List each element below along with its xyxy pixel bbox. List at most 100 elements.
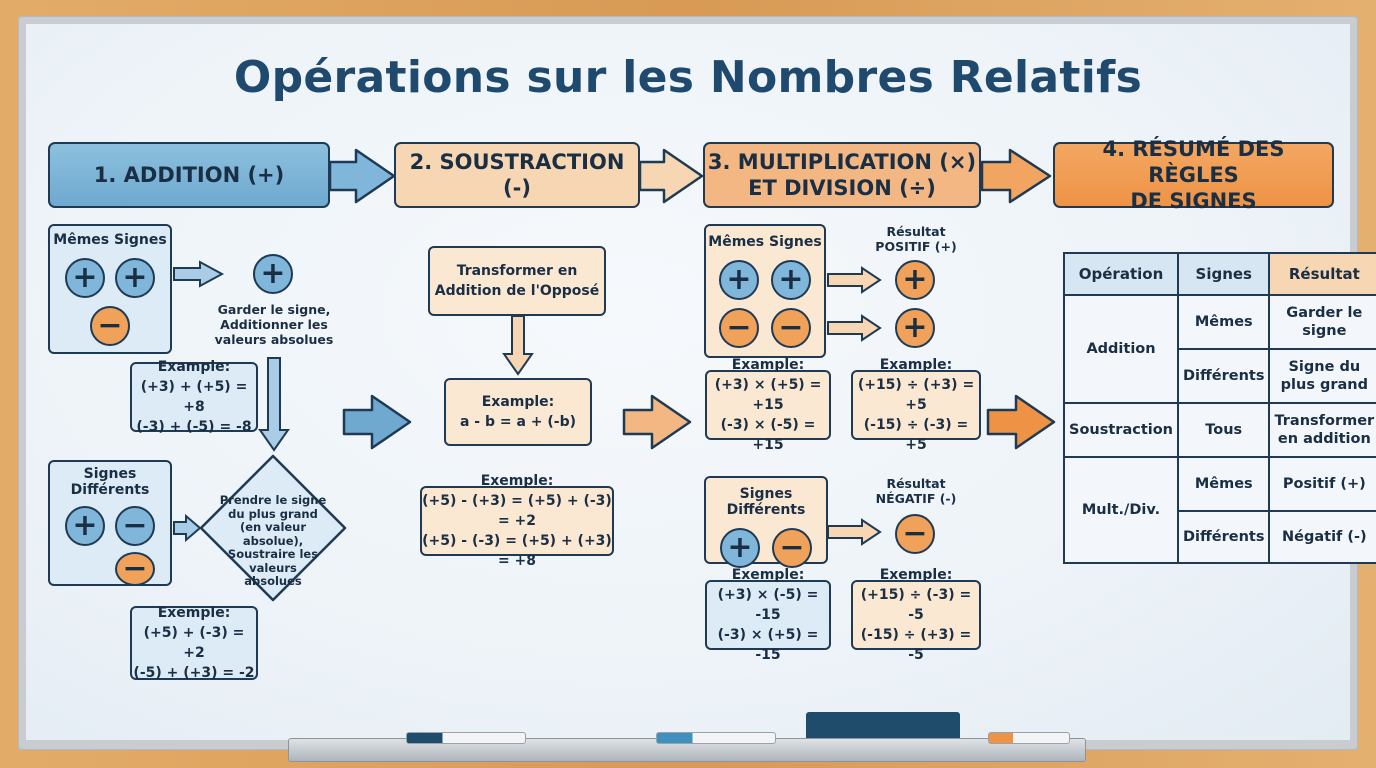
sub-example-numeric: Exemple: (+5) - (+3) = (+5) + (-3) = +2 … bbox=[420, 473, 614, 569]
table-cell: Mult./Div. bbox=[1062, 456, 1180, 564]
minus-icon: − bbox=[719, 308, 759, 348]
minus-icon: − bbox=[771, 308, 811, 348]
board-eraser bbox=[806, 712, 960, 740]
marker-blue bbox=[656, 732, 776, 744]
header-arrow-2 bbox=[638, 148, 704, 204]
marker-navy bbox=[406, 732, 526, 744]
positive-result-icon: + bbox=[895, 260, 935, 300]
mult-diff-result-label: Résultat NÉGATIF (-) bbox=[875, 476, 957, 506]
example-title: Example: bbox=[879, 357, 953, 373]
plus-icon: + bbox=[65, 506, 105, 546]
example-line: (+3) × (+5) = +15 bbox=[714, 377, 822, 413]
flow-arrow-2 bbox=[622, 394, 692, 450]
flow-arrow-3 bbox=[986, 394, 1056, 450]
table-cell: Garder le signe bbox=[1268, 294, 1376, 350]
step-label: 4. RÉSUMÉ DES RÈGLES DE SIGNES bbox=[1102, 137, 1285, 213]
plus-icon: + bbox=[65, 258, 105, 298]
example-title: Example: bbox=[731, 357, 805, 373]
step-label: 1. ADDITION (+) bbox=[93, 163, 285, 187]
example-line: (+15) ÷ (-3) = -5 bbox=[860, 587, 972, 623]
positive-result-icon: + bbox=[895, 308, 935, 348]
example-line: a - b = a + (-b) bbox=[459, 414, 577, 430]
example-line: (-3) × (+5) = -15 bbox=[717, 627, 819, 663]
add-same-arrow bbox=[173, 260, 225, 288]
minus-icon: − bbox=[115, 506, 155, 546]
plus-icon: + bbox=[771, 260, 811, 300]
plus-icon: + bbox=[719, 260, 759, 300]
sub-rule: Transformer en Addition de l'Opposé bbox=[434, 263, 600, 299]
table-cell: Négatif (-) bbox=[1268, 510, 1376, 564]
diff-rule-diamond bbox=[199, 454, 347, 602]
example-title: Exemple: bbox=[157, 605, 231, 621]
add-diff-rule: Prendre le signe du plus grand (en valeu… bbox=[219, 493, 327, 588]
header-arrow-1 bbox=[328, 148, 396, 204]
sub-down-arrow bbox=[502, 315, 534, 376]
table-cell: Signe du plus grand bbox=[1268, 348, 1376, 404]
mult-diff-signs-box: Signes Différents + − bbox=[704, 476, 828, 568]
col-header: Résultat bbox=[1268, 252, 1376, 296]
col-header: Opération bbox=[1062, 252, 1180, 296]
table-cell: Positif (+) bbox=[1268, 456, 1376, 512]
table-cell: Soustraction bbox=[1062, 402, 1180, 458]
step-summary-header: 4. RÉSUMÉ DES RÈGLES DE SIGNES bbox=[1053, 137, 1334, 213]
example-line: (+15) ÷ (+3) = +5 bbox=[857, 377, 975, 413]
add-diff-example: Exemple: (+5) + (-3) = +2 (-5) + (+3) = … bbox=[130, 605, 258, 681]
sign-rules-table: Opération Signes Résultat Addition Mêmes… bbox=[1062, 252, 1376, 564]
example-line: (+3) + (+5) = +8 bbox=[140, 379, 248, 415]
table-cell: Addition bbox=[1062, 294, 1180, 404]
example-title: Exemple: bbox=[731, 567, 805, 583]
table-cell: Mêmes bbox=[1177, 294, 1271, 350]
step-label: 2. SOUSTRACTION (-) bbox=[409, 150, 625, 200]
div-same-example: Example: (+15) ÷ (+3) = +5 (-15) ÷ (-3) … bbox=[851, 357, 981, 453]
example-title: Example: bbox=[481, 394, 555, 410]
example-line: (+3) × (-5) = -15 bbox=[717, 587, 819, 623]
mult-same-signs-box: Mêmes Signes + + − − bbox=[704, 224, 826, 358]
table-cell: Différents bbox=[1177, 348, 1271, 404]
step-multiplication-header: 3. MULTIPLICATION (×) ET DIVISION (÷) bbox=[703, 142, 981, 208]
box-heading: Mêmes Signes bbox=[708, 234, 822, 250]
table-cell: Mêmes bbox=[1177, 456, 1271, 512]
box-heading: Signes Différents bbox=[70, 466, 150, 498]
table-cell: Tous bbox=[1177, 402, 1271, 458]
step-addition-header: 1. ADDITION (+) bbox=[48, 142, 330, 208]
example-line: (-3) × (-5) = +15 bbox=[720, 417, 816, 453]
table-cell: Transformer en addition bbox=[1268, 402, 1376, 458]
add-same-rule: Garder le signe, Additionner les valeurs… bbox=[214, 302, 334, 347]
marker-orange bbox=[988, 732, 1070, 744]
example-line: (-5) + (+3) = -2 bbox=[133, 665, 255, 681]
minus-icon: − bbox=[115, 552, 155, 586]
plus-icon: + bbox=[720, 528, 760, 568]
add-same-example: Example: (+3) + (+5) = +8 (-3) + (-5) = … bbox=[130, 359, 258, 435]
table-cell: Différents bbox=[1177, 510, 1271, 564]
mult-same-example: Example: (+3) × (+5) = +15 (-3) × (-5) =… bbox=[705, 357, 831, 453]
result-plus-icon: + bbox=[253, 254, 293, 294]
flow-arrow-1 bbox=[342, 394, 412, 450]
negative-result-icon: − bbox=[895, 514, 935, 554]
mult-diff-example: Exemple: (+3) × (-5) = -15 (-3) × (+5) =… bbox=[705, 567, 831, 663]
mult-same-result-label: Résultat POSITIF (+) bbox=[875, 224, 957, 254]
add-diff-arrow bbox=[173, 513, 202, 543]
example-line: (-15) ÷ (+3) = -5 bbox=[860, 627, 972, 663]
page-title: Opérations sur les Nombres Relatifs bbox=[233, 52, 1143, 103]
box-heading: Mêmes Signes bbox=[53, 232, 167, 248]
step-label: 3. MULTIPLICATION (×) ET DIVISION (÷) bbox=[707, 150, 977, 200]
example-line: (+5) - (-3) = (+5) + (+3) = +8 bbox=[422, 533, 612, 569]
add-same-signs-box: Mêmes Signes + + − bbox=[48, 224, 172, 354]
mult-same-arrow-1 bbox=[827, 266, 882, 294]
step-subtraction-header: 2. SOUSTRACTION (-) bbox=[394, 142, 640, 208]
mult-diff-arrow bbox=[827, 518, 882, 546]
example-line: (+5) + (-3) = +2 bbox=[143, 625, 245, 661]
header-arrow-3 bbox=[980, 148, 1052, 204]
plus-icon: + bbox=[115, 258, 155, 298]
minus-icon: − bbox=[90, 306, 130, 346]
example-line: (+5) - (+3) = (+5) + (-3) = +2 bbox=[422, 493, 612, 529]
sub-rule-box: Transformer en Addition de l'Opposé bbox=[428, 246, 606, 316]
minus-icon: − bbox=[772, 528, 812, 568]
box-heading: Signes Différents bbox=[726, 486, 806, 518]
example-line: (-3) + (-5) = -8 bbox=[136, 419, 252, 435]
add-diff-signs-box: Signes Différents + − − bbox=[48, 460, 172, 586]
add-down-arrow bbox=[258, 357, 290, 452]
example-line: (-15) ÷ (-3) = +5 bbox=[863, 417, 969, 453]
